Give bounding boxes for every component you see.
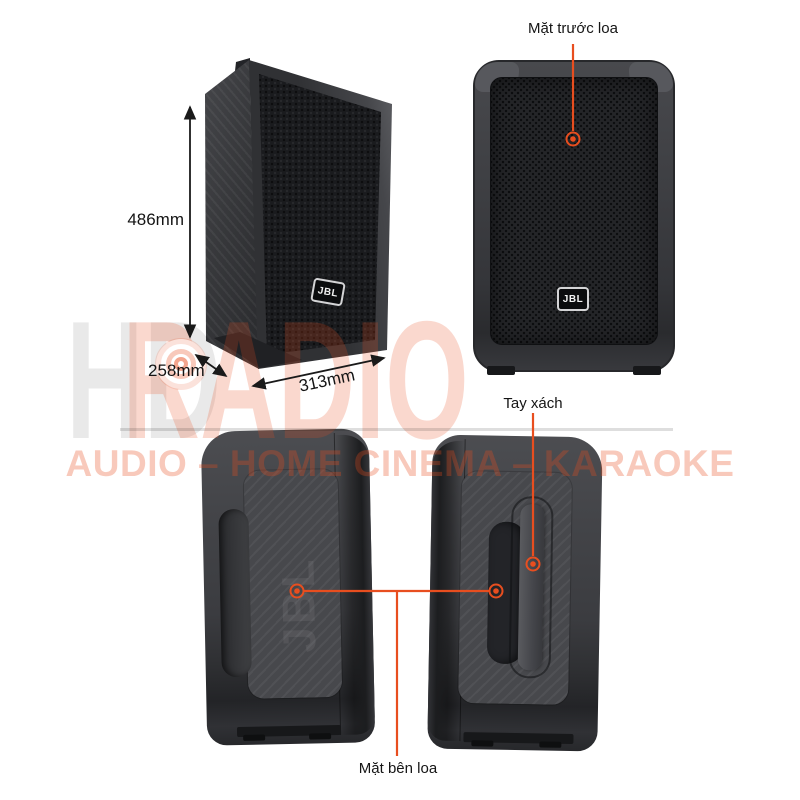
side-speaker-left: JBL xyxy=(200,428,376,746)
front-speaker-foot xyxy=(487,366,515,375)
side-speaker-foot xyxy=(471,740,494,747)
jbl-logo-text: JBL xyxy=(316,284,340,300)
angle-speaker-side-face xyxy=(205,60,259,369)
jbl-logo-text: JBL xyxy=(562,293,584,305)
angle-speaker-grille xyxy=(259,74,381,355)
jbl-logo-text: JBL xyxy=(271,556,326,654)
side-speaker-foot xyxy=(243,734,266,741)
carry-handle-bar xyxy=(517,504,545,671)
angle-speaker-side-hatch xyxy=(205,60,259,369)
jbl-logo-badge: JBL xyxy=(557,287,589,311)
jbl-vertical-logo: JBL xyxy=(247,524,350,686)
side-speaker-right xyxy=(427,434,603,752)
front-speaker-foot xyxy=(633,366,661,375)
side-speaker-foot xyxy=(309,733,332,740)
side-speaker-foot xyxy=(539,741,562,748)
